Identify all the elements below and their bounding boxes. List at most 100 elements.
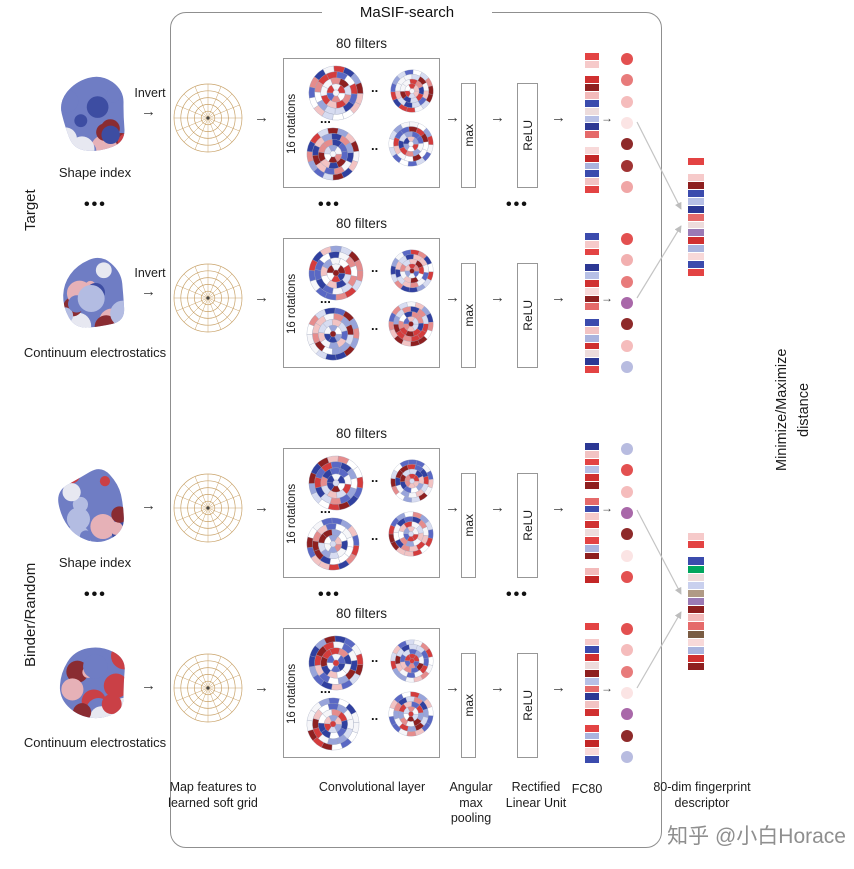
fc80-bar [585,53,599,193]
ellipsis-icon: .. [371,470,379,485]
protein-surface-blob [50,71,138,159]
arrow-icon: → [490,289,505,306]
max-pool-box: max [461,83,476,188]
conv-filters-box: 16 rotations .. ... .. [283,628,440,758]
filter-disc [388,301,434,347]
filter-disc [390,249,434,293]
ellipsis-icon: ... [320,291,331,306]
filter-disc [388,511,434,557]
filters-count-label: 80 filters [335,36,388,51]
arrow-icon: → [254,499,269,516]
ellipsis-icon: .. [371,318,379,333]
invert-label: Invert [134,266,166,280]
activation-dots [620,443,633,583]
filter-disc [390,639,434,683]
fingerprint-descriptor-top [688,158,704,277]
max-label: max [461,514,476,537]
ellipsis-icon: ••• [506,586,529,603]
relu-label: ReLU [520,690,535,721]
arrow-icon: → [141,497,156,514]
filters-count-label: 80 filters [335,426,388,441]
soft-grid [172,262,244,334]
rotations-label: 16 rotations [286,93,298,155]
relu-label: ReLU [520,510,535,541]
filter-disc [308,245,364,301]
arrow-icon: → [551,109,566,126]
legend-rectified-linear-unit: Rectified Linear Unit [505,780,567,810]
rotations-label: 16 rotations [286,483,298,545]
filter-disc [390,69,434,113]
invert-label: Invert [134,86,166,100]
legend-conv-layer: Convolutional layer [318,780,426,794]
filter-disc [306,307,360,361]
max-label: max [461,694,476,717]
diagram-title: MaSIF-search [322,4,492,21]
protein-surface-blob [50,641,138,729]
arrow-icon: → [551,289,566,306]
fc80-bar [585,623,599,763]
arrow-icon: → [551,499,566,516]
arrow-icon: → [254,289,269,306]
filter-disc [306,697,360,751]
ellipsis-icon: .. [371,650,379,665]
arrow-icon: → [601,111,613,125]
protein-surface-blob [50,461,138,549]
relu-box: ReLU [517,83,538,188]
filter-disc [388,691,434,737]
filters-count-label: 80 filters [335,216,388,231]
max-pool-box: max [461,653,476,758]
filter-disc [306,127,360,181]
pipeline-row-target-shape: Shape index Invert → → 80 filters 16 rot… [0,28,854,228]
relu-box: ReLU [517,473,538,578]
arrow-icon: → [254,679,269,696]
ellipsis-icon: ••• [318,196,341,213]
legend-fc80: FC80 [571,782,603,796]
ellipsis-icon: .. [371,708,379,723]
arrow-icon: → [445,679,460,696]
soft-grid [172,652,244,724]
relu-label: ReLU [520,120,535,151]
filter-disc [306,517,360,571]
ellipsis-icon: .. [371,80,379,95]
watermark: 知乎 @小白Horace [667,825,846,848]
ellipsis-icon: ... [320,111,331,126]
arrow-icon: → [445,499,460,516]
pipeline-row-binder-shape: Shape index → → 80 filters 16 rotations … [0,418,854,618]
soft-grid [172,472,244,544]
ellipsis-icon: .. [371,528,379,543]
arrow-icon: → [601,501,613,515]
fc80-bar [585,233,599,373]
ellipsis-icon: ... [320,501,331,516]
ellipsis-icon: ••• [84,196,107,213]
rotations-label: 16 rotations [286,273,298,335]
conv-filters-box: 16 rotations .. ... .. [283,238,440,368]
surface-label: Shape index [58,555,132,570]
ellipsis-icon: ••• [84,586,107,603]
arrow-icon: → [141,283,156,300]
filter-disc [390,459,434,503]
filter-disc [308,65,364,121]
soft-grid [172,82,244,154]
arrow-icon: → [254,109,269,126]
filters-count-label: 80 filters [335,606,388,621]
fc80-bar [585,443,599,583]
arrow-icon: → [601,291,613,305]
ellipsis-icon: ••• [506,196,529,213]
ellipsis-icon: .. [371,260,379,275]
arrow-icon: → [490,109,505,126]
max-pool-box: max [461,473,476,578]
arrow-icon: → [551,679,566,696]
protein-surface-blob [50,251,138,339]
legend-fingerprint-descriptor: 80-dim fingerprint descriptor [653,780,751,810]
max-label: max [461,304,476,327]
activation-dots [620,53,633,193]
conv-filters-box: 16 rotations .. ... .. [283,448,440,578]
max-label: max [461,124,476,147]
arrow-icon: → [445,289,460,306]
surface-label: Shape index [58,165,132,180]
legend-angular-max-pooling: Angular max pooling [449,780,493,826]
relu-label: ReLU [520,300,535,331]
relu-box: ReLU [517,653,538,758]
arrow-icon: → [141,677,156,694]
arrow-icon: → [601,681,613,695]
